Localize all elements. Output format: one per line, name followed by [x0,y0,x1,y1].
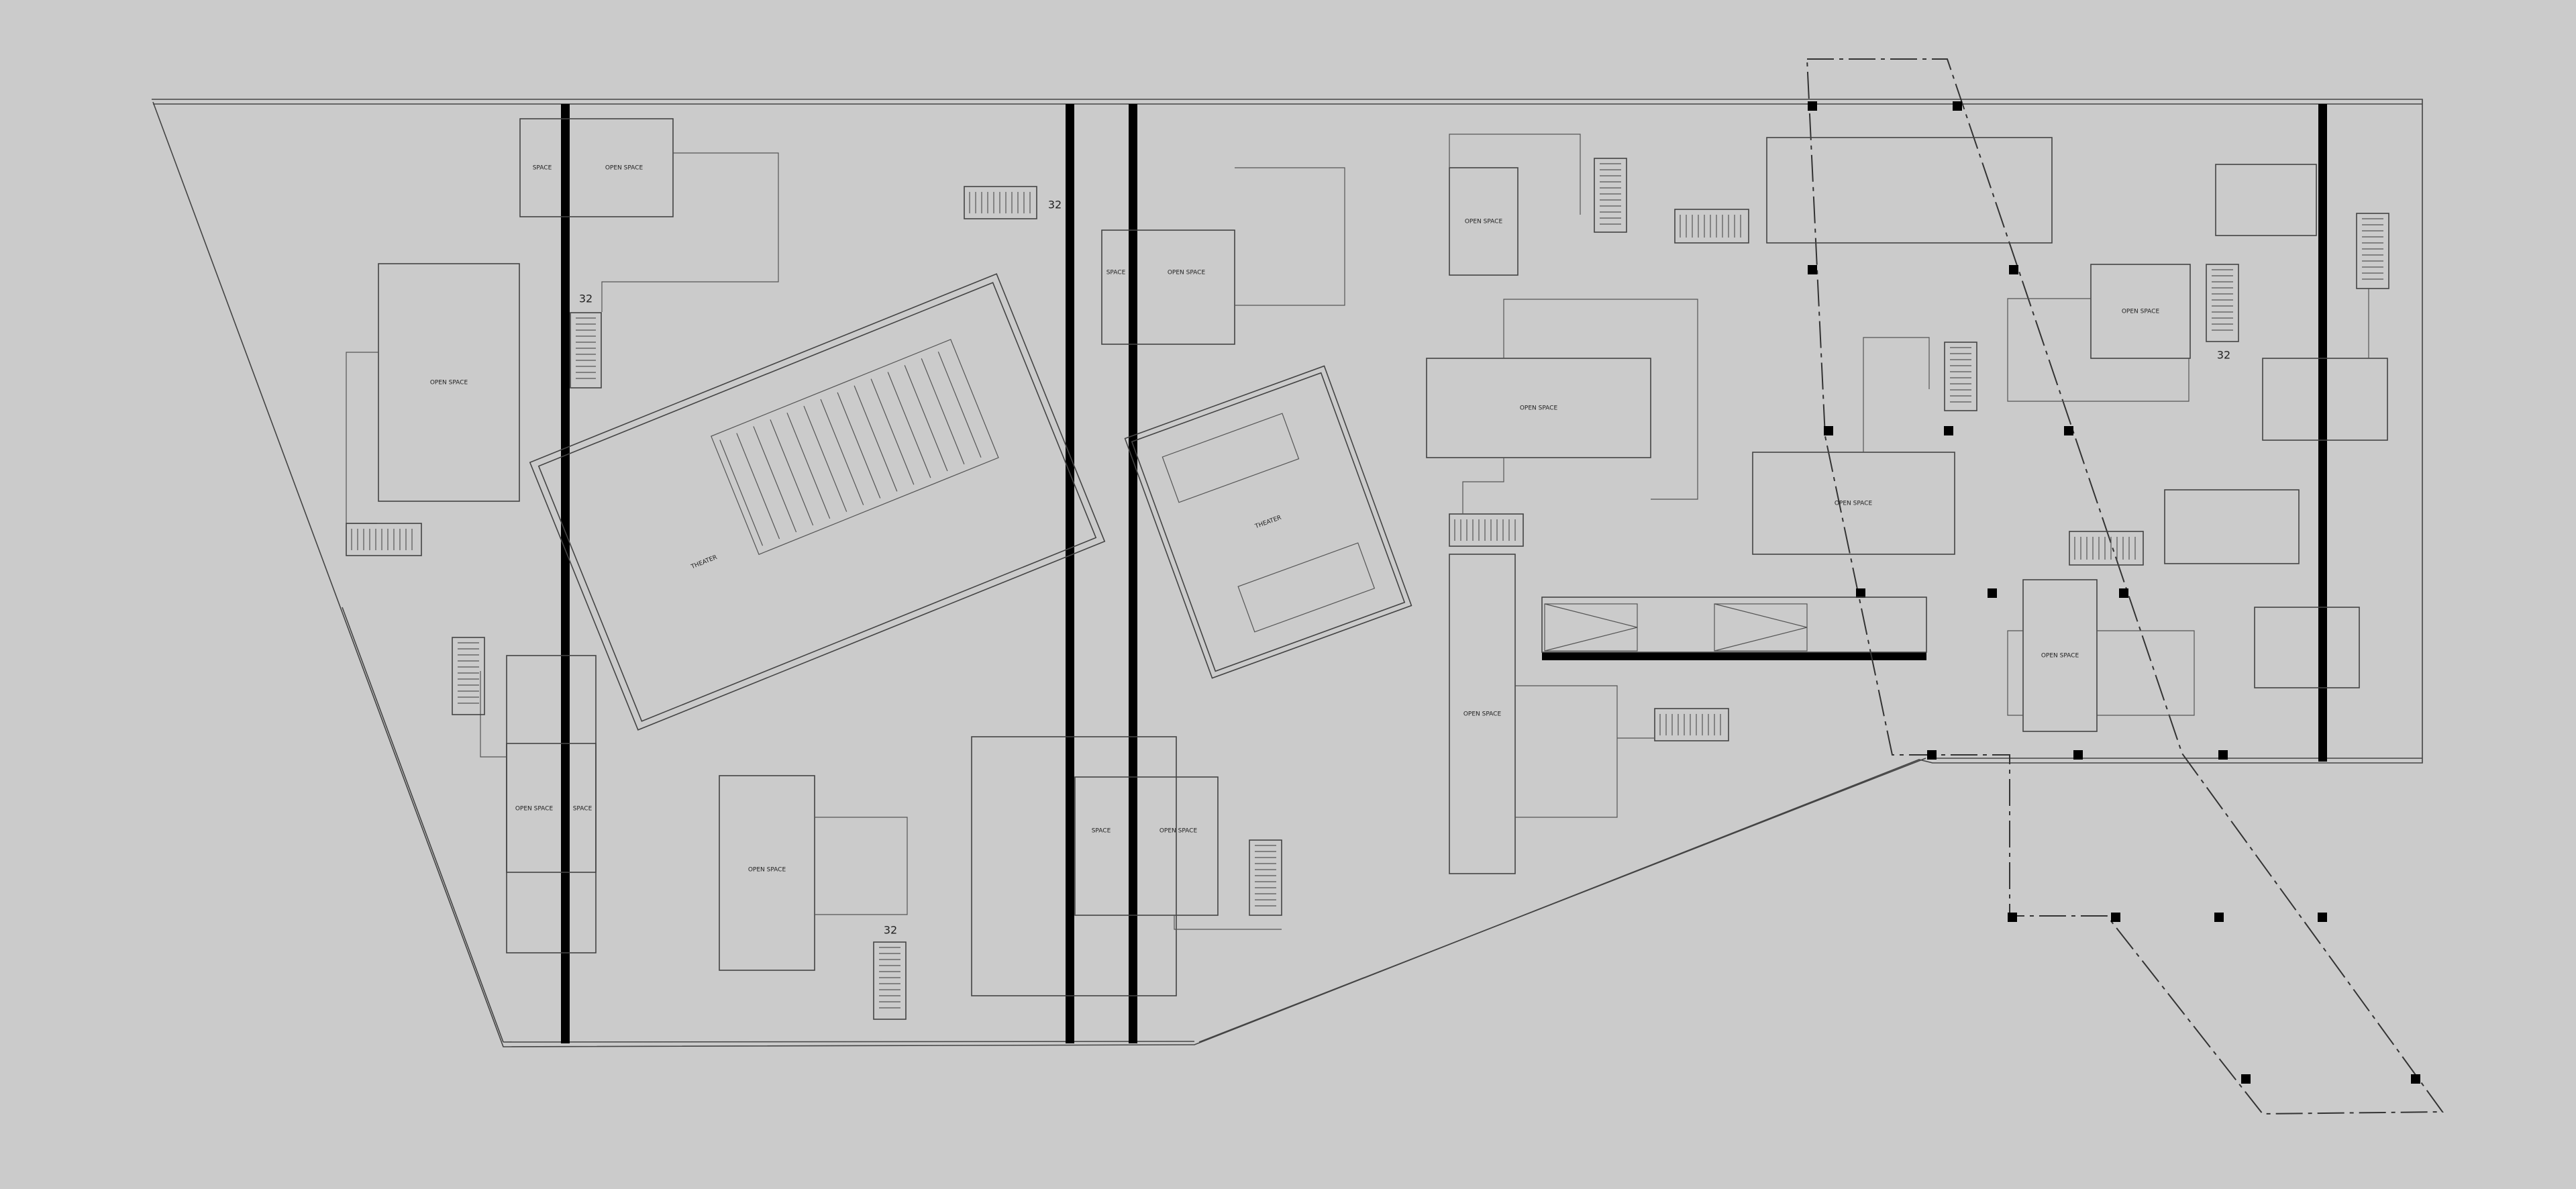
label-open-space-ct: OPEN SPACE [1168,270,1206,276]
stair-12 [1654,708,1729,741]
room-far-right-4 [2254,607,2360,688]
room-open-space-lm [719,775,815,971]
label-open-space-rl: OPEN SPACE [2041,653,2079,660]
room-far-right-2 [2262,358,2388,441]
label-open-space-rc1: OPEN SPACE [1465,219,1503,225]
theater-right: THEATER [1124,365,1412,679]
room-space-ct [1101,229,1235,345]
room-open-space-ru [2090,264,2191,359]
label-open-space-rc2: OPEN SPACE [1520,405,1558,412]
label-theater-left: THEATER [690,554,719,571]
room-open-space-cr [1752,452,1955,555]
room-open-space-ll [506,743,597,873]
label-space-tl: SPACE [533,165,552,172]
label-open-space-lm: OPEN SPACE [748,867,786,874]
stair-number-2: 32 [1048,199,1062,211]
stair-3 [452,637,485,715]
stair-1 [570,312,602,389]
site-outline [152,99,2423,1047]
central-ramp [1541,597,1927,653]
stair-number-3: 32 [884,924,897,937]
stair-14 [873,941,907,1020]
canopy-dashed-outline [1806,58,2444,1115]
room-open-space-rc1 [1449,167,1518,276]
room-center-bottom-outer [971,736,1177,996]
label-theater-right: THEATER [1253,515,1282,531]
stair-2 [346,523,422,556]
structural-walls [561,104,2327,1043]
stairs [346,158,2389,1020]
label-open-space-tl: OPEN SPACE [605,165,643,172]
stair-13 [1249,839,1282,916]
room-space-cb [1074,776,1219,916]
room-open-space-left [378,263,520,502]
stair-10 [2356,213,2389,289]
rooms: SPACE OPEN SPACE OPEN SPACE OPEN SPACE S… [346,118,2388,996]
room-lower-left-outer [506,655,597,953]
columns [1808,101,2420,1084]
stair-5 [1594,158,1627,233]
stair-number-4: 32 [2217,349,2230,362]
label-open-space-left: OPEN SPACE [430,380,468,386]
room-far-right-3 [2164,489,2300,564]
room-open-space-rc2 [1426,358,1651,458]
theater-right-seating-top [1162,413,1300,503]
stair-6 [1674,209,1749,244]
theater-left: THEATER [529,273,1106,731]
stair-numbers: 32 32 32 32 [579,199,2230,937]
stair-7 [1449,513,1524,547]
label-space-ll: SPACE [573,806,593,813]
label-open-space-cr: OPEN SPACE [1835,501,1873,507]
label-open-space-cb: OPEN SPACE [1160,828,1198,835]
stair-9 [2206,264,2239,342]
room-space-tl [519,118,674,217]
label-open-space-tall: OPEN SPACE [1463,711,1502,718]
theater-left-seating [711,339,999,556]
stair-11 [2069,531,2144,566]
label-open-space-ru: OPEN SPACE [2122,309,2160,315]
stair-number-1: 32 [579,293,593,305]
label-space-cb: SPACE [1092,828,1111,835]
stair-4 [964,186,1037,219]
stair-8 [1944,342,1977,411]
theater-right-seating-bottom [1237,542,1376,633]
label-open-space-ll: OPEN SPACE [515,806,554,813]
room-open-space-tall [1449,554,1516,874]
room-open-space-rl [2022,579,2098,732]
room-upper-canopy [1766,137,2053,244]
label-space-ct: SPACE [1106,270,1126,276]
room-far-right-1 [2215,164,2317,236]
